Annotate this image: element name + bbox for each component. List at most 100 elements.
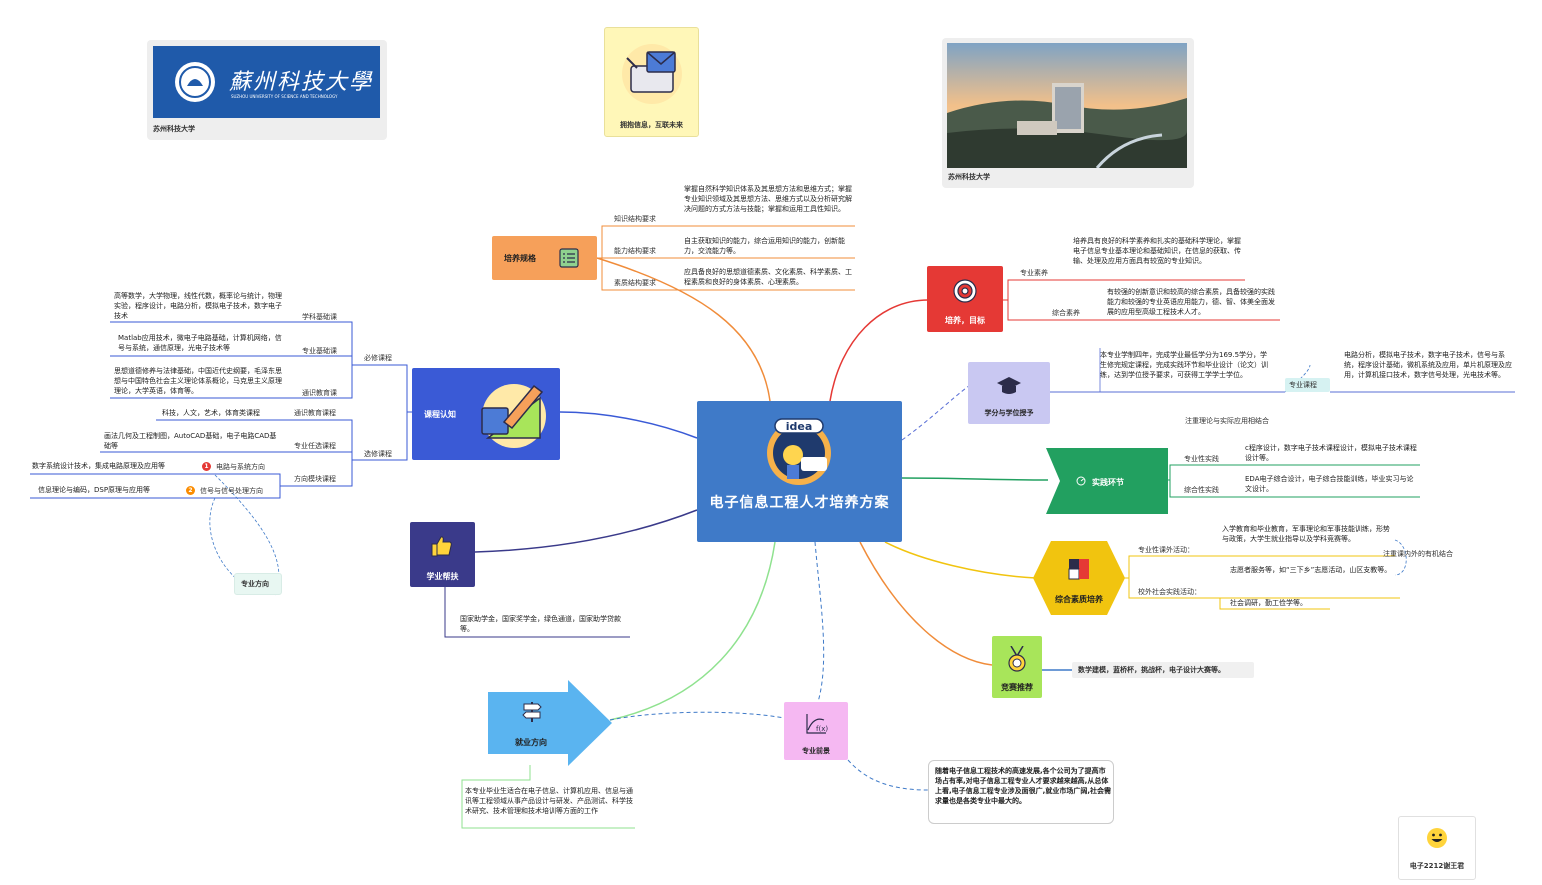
branch-quality[interactable]: 综合素质培养 (1033, 541, 1125, 615)
elective-text-1: 科技，人文，艺术，体育类课程 (162, 409, 260, 417)
goal-text-1: 培养具有良好的科学素养和扎实的基础科学理论，掌握电子信息专业基本理论和基础知识，… (1073, 237, 1241, 265)
branch-contest[interactable]: 竞赛推荐 (992, 636, 1042, 698)
training-spec-label-2: 能力结构要求 (614, 247, 656, 255)
central-topic[interactable]: idea 电子信息工程人才培养方案 (697, 401, 902, 542)
quality-label-1: 专业性课外活动： (1138, 546, 1194, 554)
logo-subtext: SUZHOU UNIVERSITY OF SCIENCE AND TECHNOL… (231, 94, 338, 99)
logo-card-caption: 苏州科技大学 (153, 125, 195, 133)
elective-label-1: 通识教育课程 (294, 409, 336, 417)
training-spec-text-1: 掌握自然科学知识体系及其思想方法和思维方式；掌握专业知识领域及其思想方法、思维方… (684, 185, 852, 213)
degree-sub-text: 电路分析，模拟电子技术，数字电子技术，信号与系统，程序设计基础，微机系统及应用，… (1344, 351, 1512, 379)
author-caption: 电子2212谢王君 (1409, 862, 1465, 870)
practice-label-1: 专业性实践 (1184, 455, 1219, 463)
scholarship-text: 国家助学金，国家奖学金，绿色通道，国家助学贷款等。 (460, 615, 621, 633)
contest-text: 数学建模，蓝桥杯，挑战杯，电子设计大赛等。 (1078, 666, 1225, 674)
courses-title: 课程认知 (424, 410, 456, 419)
degree-title: 学分与学位授予 (984, 409, 1034, 417)
photo-card-caption: 苏州科技大学 (948, 173, 990, 181)
direction-badge-1: 1 (202, 462, 211, 471)
elective-label-2: 专业任选课程 (294, 442, 336, 450)
goal-label-1: 专业素养 (1020, 269, 1048, 277)
scholarship-title: 学业帮扶 (426, 572, 459, 581)
author-card: 电子2212谢王君 (1398, 816, 1476, 880)
required-text-1: 高等数学，大学物理，线性代数，概率论与统计，物理实验，程序设计，电路分析，模拟电… (114, 292, 282, 320)
training-spec-label-1: 知识结构要求 (614, 215, 656, 223)
central-topic-title: 电子信息工程人才培养方案 (709, 495, 890, 511)
degree-sub-tag: 专业课程 (1285, 378, 1330, 392)
practice-note: 注重理论与实际应用相结合 (1185, 417, 1269, 425)
graduation-cap-icon (997, 377, 1021, 394)
training-spec-label-3: 素质结构要求 (614, 279, 656, 287)
target-icon (953, 279, 977, 303)
svg-text:idea: idea (786, 420, 813, 433)
branch-courses[interactable]: 课程认知 (412, 368, 560, 460)
quality-label-2: 校外社会实践活动： (1138, 588, 1201, 596)
direction-label-1: 电路与系统方向 (216, 463, 265, 471)
checklist-icon (559, 248, 579, 268)
goal-label-2: 综合素养 (1052, 309, 1080, 317)
quality-text-1: 入学教育和毕业教育，军事理论和军事技能训练，形势与政策，大学生就业指导以及学科竞… (1222, 525, 1390, 543)
elective-text-2: 画法几何及工程制图，AutoCAD基础，电子电路CAD基础等 (104, 432, 277, 450)
required-text-2: Matlab应用技术，微电子电路基础，计算机网络，信号与系统，通信原理，光电子技… (118, 334, 282, 352)
geometry-tools-icon (481, 384, 546, 448)
branch-scholarship[interactable]: 学业帮扶 (410, 522, 475, 587)
branch-practice[interactable]: 实践环节 (1046, 448, 1168, 514)
function-graph-icon: f(x) (806, 714, 828, 734)
branch-career[interactable]: 就业方向 (488, 680, 612, 766)
degree-sub-label: 专业课程 (1289, 381, 1317, 389)
logo-text: 蘇州科技大學 (229, 70, 374, 95)
direction-note-tag: 专业方向 (234, 573, 282, 595)
direction-badge-2: 2 (186, 486, 195, 495)
required-label: 必修课程 (364, 354, 392, 362)
contest-detail: 数学建模，蓝桥杯，挑战杯，电子设计大赛等。 (1072, 662, 1254, 678)
branch-practice-shape (1046, 448, 1168, 514)
degree-text: 本专业学制四年，完成学业最低学分为169.5学分，学生修完规定课程，完成实践环节… (1100, 351, 1268, 379)
quality-title: 综合素质培养 (1055, 595, 1103, 604)
svg-text:f(x): f(x) (816, 725, 828, 733)
goal-title: 培养，目标 (945, 316, 985, 325)
smile-emoji-icon (1427, 828, 1447, 848)
university-emblem-icon (175, 62, 215, 102)
mail-folder-icon (622, 44, 682, 104)
required-label-1: 学科基础课 (302, 313, 337, 321)
training-spec-text-3: 应具备良好的思想道德素质、文化素质、科学素质、工程素质和良好的身体素质、心理素质… (684, 268, 852, 286)
branch-goal[interactable]: 培养，目标 (927, 266, 1003, 332)
campus-photo-card: 苏州科技大学 (942, 38, 1194, 188)
slogan-card: 拥抱信息，互联未来 (604, 27, 699, 137)
branch-degree[interactable]: 学分与学位授予 (968, 362, 1050, 424)
prospect-text: 随着电子信息工程技术的高速发展,各个公司为了提高市场占有率,对电子信息工程专业人… (935, 767, 1111, 805)
slogan-card-caption: 拥抱信息，互联未来 (620, 121, 683, 129)
quality-text-3: 社会调研，勤工俭学等。 (1230, 599, 1307, 607)
campus-photo (947, 43, 1187, 168)
required-label-3: 通识教育课 (302, 389, 337, 397)
training-spec-title: 培养规格 (504, 254, 536, 263)
quality-note: 注重课内外的有机结合 (1383, 550, 1453, 558)
required-text-3: 思想道德修养与法律基础，中国近代史纲要，毛泽东思想与中国特色社会主义理论体系概论… (114, 367, 282, 395)
career-title: 就业方向 (515, 738, 547, 747)
elective-label: 选修课程 (364, 450, 392, 458)
direction-text-2: 信息理论与编码，DSP原理与应用等 (38, 486, 151, 494)
direction-note: 专业方向 (241, 580, 269, 588)
university-logo-card: 蘇州科技大學 SUZHOU UNIVERSITY OF SCIENCE AND … (147, 40, 387, 140)
prospect-detail: 随着电子信息工程技术的高速发展,各个公司为了提高市场占有率,对电子信息工程专业人… (928, 760, 1114, 824)
elective-label-3: 方向模块课程 (294, 475, 336, 483)
thumbs-up-icon (431, 536, 452, 557)
training-spec-text-2: 自主获取知识的能力，综合运用知识的能力，创新能力，交流能力等。 (684, 237, 845, 255)
branch-training-spec[interactable]: 培养规格 (492, 236, 597, 280)
branch-career-shape (488, 680, 612, 766)
gauge-icon (1076, 476, 1086, 486)
medal-icon (1008, 646, 1026, 672)
direction-badge-2-num: 2 (188, 487, 193, 494)
practice-title: 实践环节 (1092, 478, 1124, 487)
idea-person-icon: idea (767, 418, 831, 485)
branch-prospect[interactable]: f(x) 专业前景 (784, 702, 848, 760)
required-label-2: 专业基础课 (302, 347, 337, 355)
direction-badge-1-num: 1 (204, 463, 209, 470)
practice-text-1: c程序设计，数字电子技术课程设计，模拟电子技术课程设计等。 (1245, 444, 1417, 462)
quality-text-2: 志愿者服务等，如“三下乡”志愿活动，山区支教等。 (1230, 566, 1392, 574)
puzzle-icon (1068, 559, 1089, 580)
prospect-title: 专业前景 (802, 747, 830, 755)
direction-text-1: 数字系统设计技术，集成电路原理及应用等 (32, 462, 165, 470)
signpost-icon (522, 702, 542, 722)
